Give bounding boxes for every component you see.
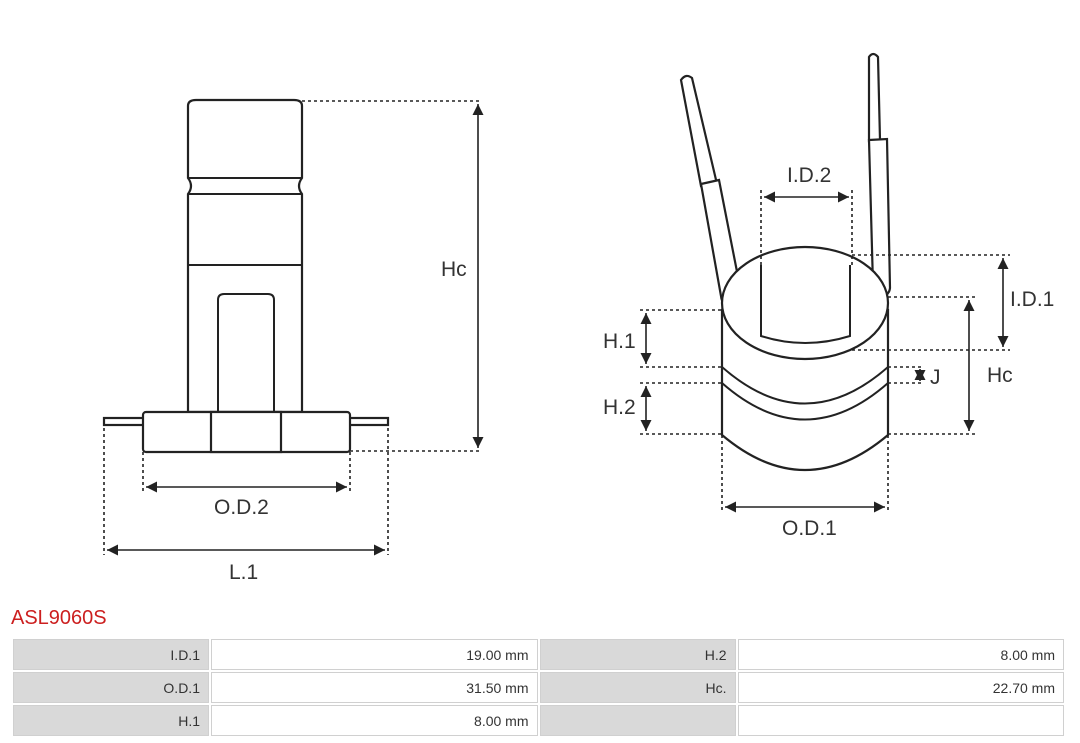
ring-body [186,98,304,414]
label-id1: I.D.1 [1010,288,1054,311]
table-row: O.D.1 31.50 mm Hc. 22.70 mm [13,672,1064,703]
left-lead [679,74,719,188]
spec-label: Hc. [539,672,736,703]
right-lead [867,52,882,143]
left-wire [102,416,148,427]
spec-value: 22.70 mm [737,672,1064,703]
spec-value: 8.00 mm [211,705,538,736]
spec-value: 8.00 mm [737,639,1064,670]
spec-label: H.1 [13,705,209,736]
spec-value: 19.00 mm [211,639,538,670]
ring-top [720,245,890,361]
label-l1: L.1 [229,561,258,584]
label-h2: H.2 [603,396,636,419]
table-row: H.1 8.00 mm [13,705,1064,736]
table-row: I.D.1 19.00 mm H.2 8.00 mm [13,639,1064,670]
label-od2: O.D.2 [214,496,269,519]
slot [217,293,275,412]
spec-value [737,705,1064,736]
spec-label [539,705,736,736]
label-h1: H.1 [603,330,636,353]
isometric-view: I.D.2 I.D.1 Hc J H.1 H.2 O.D.1 [603,52,1054,540]
spec-value: 31.50 mm [211,672,538,703]
spec-label: O.D.1 [13,672,209,703]
label-id2: I.D.2 [787,164,831,187]
part-number: ASL9060S [11,607,107,629]
side-view: Hc O.D.2 L.1 [102,98,484,584]
technical-drawing: Hc O.D.2 L.1 I.D.2 I.D.1 [102,52,1054,584]
spec-label: I.D.1 [13,639,209,670]
label-od1: O.D.1 [782,517,837,540]
base-block [209,410,283,454]
spec-label: H.2 [539,639,736,670]
label-hc-left: Hc [441,258,467,281]
spec-table: I.D.1 19.00 mm H.2 8.00 mm O.D.1 31.50 m… [11,637,1066,738]
right-wire [346,416,390,427]
inner-bore [760,265,851,344]
label-hc-right: Hc [987,364,1013,387]
label-j: J [930,366,941,389]
